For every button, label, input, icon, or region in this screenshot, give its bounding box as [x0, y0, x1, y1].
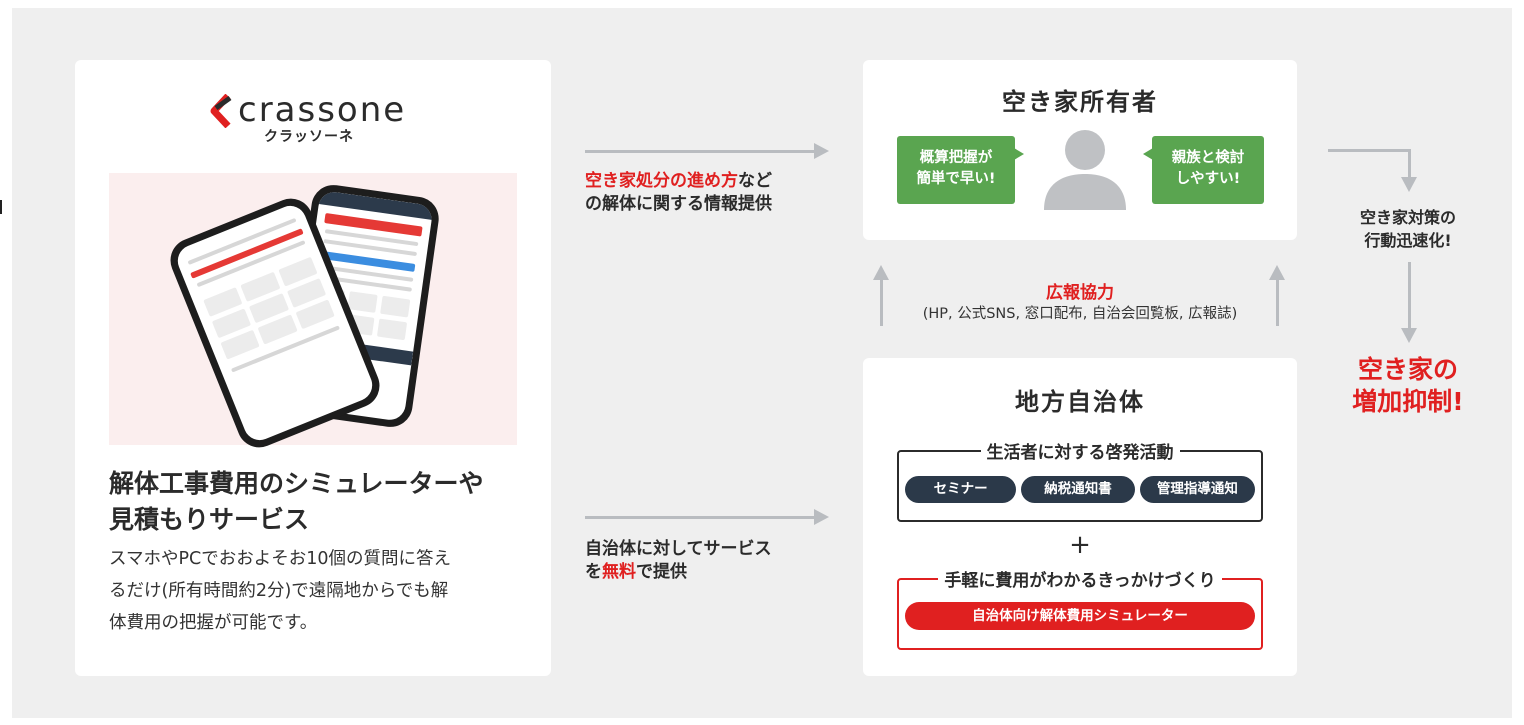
- pr-cooperation-channels: (HP, 公式SNS, 窓口配布, 自治会回覧板, 広報誌): [922, 306, 1238, 322]
- speech-bubble-family-discussion: 親族と検討 しやすい!: [1143, 136, 1264, 204]
- logo-kana: クラッソーネ: [264, 129, 354, 145]
- vacancy-suppression-label: 空き家の 増加抑制!: [1328, 354, 1488, 418]
- arrow-up-right: [1269, 265, 1285, 326]
- pr-cooperation-title: 広報協力: [1046, 283, 1114, 303]
- bubble-text: 概算把握が: [919, 150, 993, 166]
- cost-trigger-box: 手軽に費用がわかるきっかけづくり 自治体向け解体費用シミュレーター: [897, 571, 1263, 650]
- free-service-text: 自治体に対してサービス: [585, 539, 772, 559]
- bubble-text: しやすい!: [1175, 171, 1241, 187]
- awareness-activities-box: 生活者に対する啓発活動 セミナー 納税通知書 管理指導通知: [897, 443, 1263, 522]
- edge-mark: [0, 200, 2, 214]
- person-icon: [1044, 130, 1126, 210]
- government-title: 地方自治体: [1015, 388, 1145, 416]
- action-speedup-text: 行動迅速化!: [1364, 231, 1452, 250]
- free-service-label: 自治体に対してサービス を無料で提供: [585, 538, 772, 584]
- bubble-text: 簡単で早い!: [916, 171, 996, 187]
- arrow-up-left: [873, 265, 889, 326]
- arrow-to-owner: [585, 143, 829, 159]
- owner-title: 空き家所有者: [1002, 88, 1158, 116]
- info-provision-label: 空き家処分の進め方など の解体に関する情報提供: [585, 170, 772, 216]
- crassone-logo-icon: [210, 94, 232, 128]
- pill-management-notice: 管理指導通知: [1139, 476, 1255, 503]
- arrow-down-top: [1401, 149, 1417, 192]
- free-service-text: で提供: [636, 562, 687, 582]
- awareness-activities-label: 生活者に対する啓発活動: [980, 443, 1180, 463]
- crassone-logo: crassone クラッソーネ: [208, 90, 428, 146]
- logo-wordmark: crassone: [238, 90, 407, 130]
- info-provision-text: の解体に関する情報提供: [585, 194, 772, 214]
- pill-municipal-simulator: 自治体向け解体費用シミュレーター: [905, 602, 1255, 630]
- service-title: 解体工事費用のシミュレーターや 見積もりサービス: [109, 466, 484, 538]
- service-title-line: 解体工事費用のシミュレーターや: [109, 469, 484, 498]
- cost-trigger-label: 手軽に費用がわかるきっかけづくり: [938, 571, 1222, 591]
- info-provision-highlight: 空き家処分の進め方: [585, 171, 738, 191]
- service-title-line: 見積もりサービス: [109, 505, 310, 534]
- service-description-line: 体費用の把握が可能です。: [109, 613, 318, 633]
- speech-bubble-quick-estimate: 概算把握が 簡単で早い!: [897, 136, 1024, 204]
- free-service-highlight: 無料: [602, 562, 636, 582]
- plus-sign: +: [1069, 530, 1091, 560]
- info-provision-text: など: [738, 171, 772, 191]
- vacancy-suppression-text: 増加抑制!: [1352, 387, 1464, 416]
- service-description-line: るだけ(所有時間約2分)で遠隔地からでも解: [109, 581, 449, 601]
- free-service-text: を: [585, 562, 602, 582]
- pill-tax-notice: 納税通知書: [1021, 476, 1135, 503]
- arrow-down-bottom: [1401, 262, 1417, 343]
- action-speedup-label: 空き家対策の 行動迅速化!: [1328, 206, 1488, 252]
- bubble-text: 親族と検討: [1171, 150, 1245, 166]
- action-speedup-text: 空き家対策の: [1359, 208, 1456, 227]
- connector-line: [1328, 149, 1410, 152]
- service-description: スマホやPCでおおよそお10個の質問に答え るだけ(所有時間約2分)で遠隔地から…: [109, 543, 451, 639]
- pill-seminar: セミナー: [905, 476, 1017, 503]
- service-description-line: スマホやPCでおおよそお10個の質問に答え: [109, 549, 452, 569]
- arrow-to-government: [585, 509, 829, 525]
- vacancy-suppression-text: 空き家の: [1357, 355, 1458, 384]
